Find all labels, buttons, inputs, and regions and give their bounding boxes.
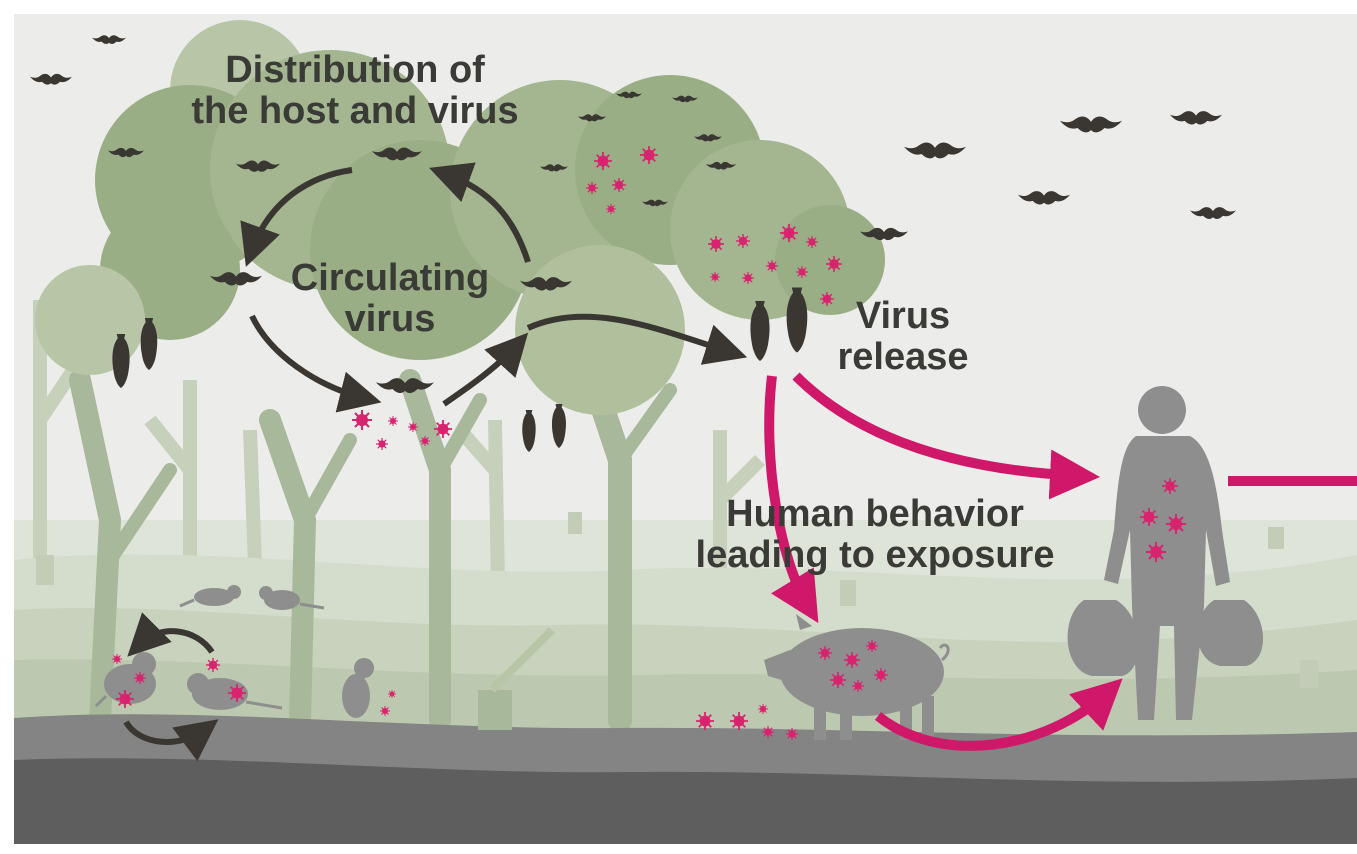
label-release-line2: release — [812, 337, 994, 378]
virus-particle-icon — [730, 712, 748, 730]
label-circulating-line2: virus — [250, 299, 530, 340]
virus-particle-icon — [606, 204, 616, 214]
label-distribution-line1: Distribution of — [140, 50, 570, 91]
label-human-behavior-line1: Human behavior — [640, 494, 1110, 535]
virus-particle-icon — [594, 152, 612, 170]
label-circulating-line1: Circulating — [250, 258, 530, 299]
virus-particle-icon — [420, 436, 430, 446]
virus-particle-icon — [710, 272, 720, 282]
label-circulating: Circulating virus — [250, 258, 530, 340]
virus-particle-icon — [380, 706, 390, 716]
label-human-behavior: Human behavior leading to exposure — [640, 494, 1110, 576]
virus-particle-icon — [352, 410, 372, 430]
virus-particle-icon — [758, 704, 768, 714]
virus-particle-icon — [844, 652, 860, 668]
label-distribution-line2: the host and virus — [140, 91, 570, 132]
label-distribution: Distribution of the host and virus — [140, 50, 570, 132]
virus-particle-icon — [408, 422, 418, 432]
virus-particle-icon — [1146, 542, 1166, 562]
virus-particle-icon — [780, 224, 798, 242]
virus-particle-icon — [228, 684, 246, 702]
virus-particle-icon — [1162, 478, 1178, 494]
virus-particle-icon — [640, 146, 658, 164]
virus-particle-icon — [826, 256, 842, 272]
virus-particle-icon — [116, 690, 134, 708]
label-human-behavior-line2: leading to exposure — [640, 535, 1110, 576]
virus-particle-icon — [708, 236, 724, 252]
label-release: Virus release — [812, 296, 994, 378]
virus-particle-icon — [112, 654, 122, 664]
virus-particle-icon — [1166, 514, 1186, 534]
virus-particle-icon — [388, 416, 398, 426]
label-release-line1: Virus — [812, 296, 994, 337]
virus-particle-icon — [388, 690, 396, 698]
virus-particle-icon — [830, 672, 846, 688]
virus-particle-icon — [434, 420, 452, 438]
virus-particle-icon — [696, 712, 714, 730]
